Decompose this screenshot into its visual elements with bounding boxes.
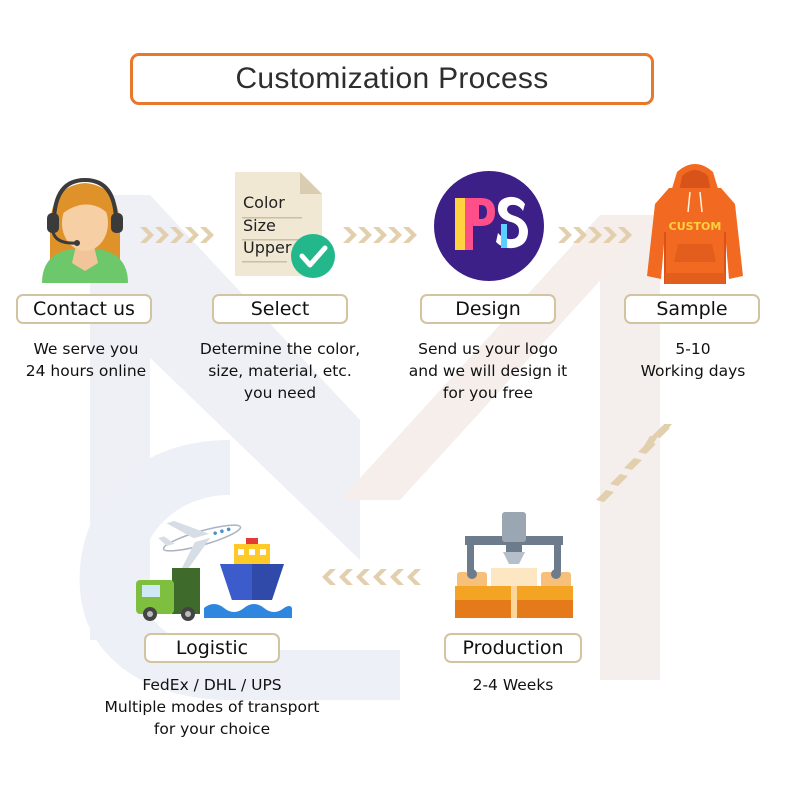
step-sample-description: 5-10 Working days (618, 338, 768, 382)
arrow-design-to-sample (558, 227, 632, 243)
description-line: FedEx / DHL / UPS (142, 676, 282, 694)
description-line: Send us your logo (418, 340, 558, 358)
step-sample: Sample (624, 294, 760, 324)
document-line-upper: Upper (243, 238, 292, 257)
arrow-sample-to-production (596, 424, 672, 502)
description-line: Working days (640, 362, 746, 380)
document-check-icon: Color Size Upper (235, 172, 335, 278)
step-contact-us: Contact us (16, 294, 152, 324)
step-logistic-description: FedEx / DHL / UPS Multiple modes of tran… (92, 674, 332, 740)
document-line-size: Size (243, 216, 276, 235)
description-line: for you free (442, 384, 534, 402)
headset-agent-icon (42, 177, 128, 283)
step-design-description: Send us your logo and we will design it … (390, 338, 586, 404)
page-title: Customization Process (235, 62, 549, 95)
arrow-select-to-design (343, 227, 417, 243)
description-line: for your choice (153, 720, 271, 738)
description-line: you need (243, 384, 317, 402)
factory-robot-icon (455, 512, 573, 618)
step-label: Select (250, 298, 310, 320)
arrow-production-to-logistic (322, 569, 421, 585)
description-line: and we will design it (408, 362, 568, 380)
description-line: Multiple modes of transport (104, 698, 320, 716)
step-label: Sample (656, 298, 728, 320)
step-production-description: 2-4 Weeks (430, 674, 596, 696)
step-logistic: Logistic (144, 633, 280, 663)
description-line: 24 hours online (25, 362, 147, 380)
step-select: Select (212, 294, 348, 324)
step-design: Design (420, 294, 556, 324)
step-production: Production (444, 633, 582, 663)
description-line: 5-10 (675, 340, 711, 358)
hoodie-print-text: CUSTOM (669, 220, 722, 233)
shipping-transport-icon (136, 520, 292, 621)
step-label: Production (462, 637, 564, 659)
step-contact-us-description: We serve you 24 hours online (0, 338, 172, 382)
ps-logo-icon (434, 171, 544, 281)
description-line: 2-4 Weeks (472, 676, 554, 694)
document-line-color: Color (243, 193, 285, 212)
step-label: Contact us (33, 298, 135, 320)
title-frame: Customization Process (130, 53, 654, 105)
step-label: Logistic (175, 637, 249, 659)
arrow-contact-to-select (140, 227, 214, 243)
description-line: size, material, etc. (208, 362, 352, 380)
description-line: We serve you (33, 340, 139, 358)
step-label: Design (455, 298, 521, 320)
step-select-description: Determine the color, size, material, etc… (184, 338, 376, 404)
hoodie-icon: CUSTOM (647, 164, 743, 284)
description-line: Determine the color, (199, 340, 361, 358)
